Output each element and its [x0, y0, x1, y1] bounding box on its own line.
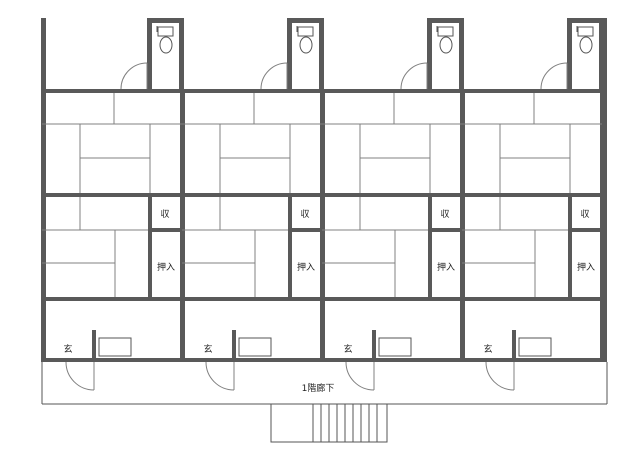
wall-band-bottom: [462, 358, 602, 362]
wall-band-mid: [182, 193, 322, 197]
party-wall: [180, 90, 185, 362]
wall-band-top: [462, 89, 602, 93]
sink-icon: [98, 337, 132, 357]
wall-band-low: [42, 297, 182, 301]
door-swing-icon: [120, 62, 148, 90]
wall-band-mid: [322, 193, 462, 197]
stairs: [270, 403, 388, 443]
toilet-wall-right: [459, 18, 464, 92]
entry-door-swing-icon: [345, 361, 375, 391]
wall-band-top: [42, 89, 182, 93]
sink-icon: [378, 337, 412, 357]
closet-label: 収: [160, 208, 169, 220]
toilet-wall-top: [427, 18, 462, 23]
entry-door-swing-icon: [65, 361, 95, 391]
closet-divider: [148, 228, 182, 232]
toilet-tank-icon: [437, 26, 454, 37]
closet-divider: [428, 228, 462, 232]
party-wall: [320, 90, 325, 362]
door-swing-icon: [260, 62, 288, 90]
oshiire-label: 押入: [577, 261, 595, 273]
entry-label: 玄: [63, 343, 72, 355]
toilet-wall-left: [287, 18, 292, 92]
wall-band-bottom: [42, 358, 182, 362]
sink-icon: [238, 337, 272, 357]
wall-band-mid: [42, 193, 182, 197]
wall-band-bottom: [182, 358, 322, 362]
toilet-wall-right: [179, 18, 184, 92]
party-wall: [460, 90, 465, 362]
corridor-label: 1階廊下: [302, 382, 335, 394]
entry-label: 玄: [203, 343, 212, 355]
toilet-wall-top: [287, 18, 322, 23]
entry-wall: [232, 330, 236, 358]
oshiire-label: 押入: [297, 261, 315, 273]
toilet-wall-right: [599, 18, 604, 92]
wall-band-low: [322, 297, 462, 301]
toilet-wall-left: [147, 18, 152, 92]
wall-band-bottom: [322, 358, 462, 362]
toilet-icon: [299, 36, 313, 54]
closet-divider: [568, 228, 602, 232]
toilet-wall-left: [427, 18, 432, 92]
entry-label: 玄: [483, 343, 492, 355]
exterior-wall-left: [41, 18, 46, 362]
wall-band-top: [322, 89, 462, 93]
wall-band-mid: [462, 193, 602, 197]
wall-band-low: [182, 297, 322, 301]
door-swing-icon: [540, 62, 568, 90]
toilet-tank-icon: [577, 26, 594, 37]
wall-band-top: [182, 89, 322, 93]
closet-wall: [148, 197, 152, 297]
closet-wall: [568, 197, 572, 297]
toilet-tank-icon: [157, 26, 174, 37]
toilet-wall-top: [567, 18, 602, 23]
toilet-wall-top: [147, 18, 182, 23]
entry-label: 玄: [343, 343, 352, 355]
closet-label: 収: [440, 208, 449, 220]
stair-treads: [312, 404, 378, 442]
toilet-icon: [439, 36, 453, 54]
closet-wall: [288, 197, 292, 297]
entry-wall: [92, 330, 96, 358]
entry-wall: [512, 330, 516, 358]
toilet-wall-right: [319, 18, 324, 92]
closet-label: 収: [580, 208, 589, 220]
toilet-icon: [159, 36, 173, 54]
closet-label: 収: [300, 208, 309, 220]
wall-band-low: [462, 297, 602, 301]
entry-door-swing-icon: [205, 361, 235, 391]
door-swing-icon: [400, 62, 428, 90]
exterior-wall-right: [602, 18, 607, 362]
entry-wall: [372, 330, 376, 358]
toilet-icon: [579, 36, 593, 54]
sink-icon: [518, 337, 552, 357]
oshiire-label: 押入: [437, 261, 455, 273]
toilet-tank-icon: [297, 26, 314, 37]
toilet-wall-left: [567, 18, 572, 92]
closet-wall: [428, 197, 432, 297]
entry-door-swing-icon: [485, 361, 515, 391]
closet-divider: [288, 228, 322, 232]
corridor: 1階廊下: [41, 362, 608, 405]
oshiire-label: 押入: [157, 261, 175, 273]
